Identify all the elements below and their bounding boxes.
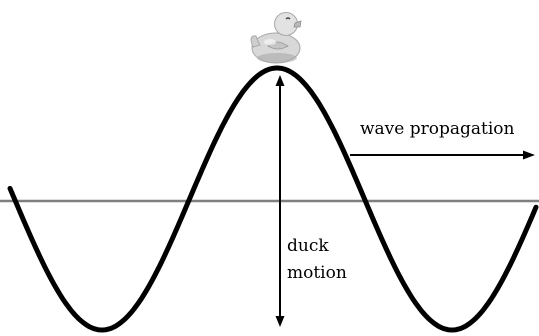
- duck-motion-label-line2: motion: [287, 263, 347, 283]
- duck-motion-arrowhead-up: [275, 75, 285, 86]
- wave-propagation-arrowhead: [523, 150, 535, 160]
- wave-propagation-label: wave propagation: [360, 119, 515, 139]
- duck-motion-arrowhead-down: [275, 316, 285, 327]
- wave-curve: [7, 65, 539, 333]
- rubber-duck-icon: [250, 12, 302, 64]
- wave-propagation-arrow: [350, 150, 535, 160]
- duck-motion-label-line1: duck: [287, 236, 329, 256]
- duck-motion-arrow: [275, 75, 285, 327]
